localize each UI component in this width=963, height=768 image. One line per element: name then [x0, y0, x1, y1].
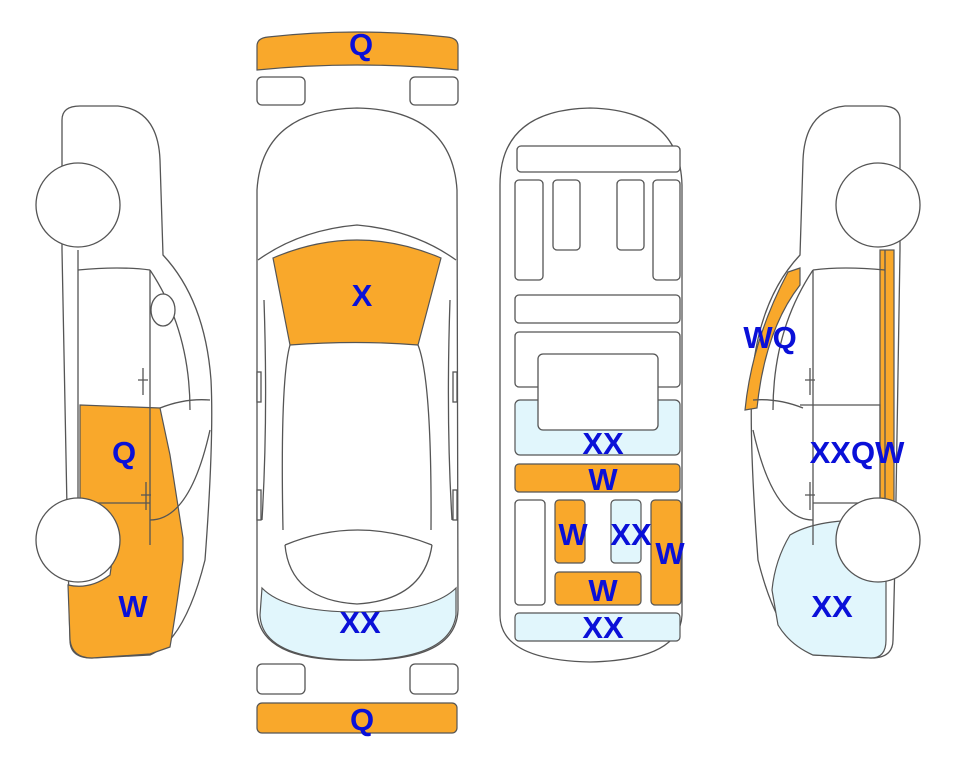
- right-a-pillar-panel[interactable]: [744, 267, 801, 411]
- left-front-wheel: [35, 497, 121, 583]
- roof-rail-label: W: [588, 462, 618, 497]
- left-rocker-panel[interactable]: [554, 499, 586, 564]
- hood-panel[interactable]: [272, 239, 442, 346]
- roof-center-label: XX: [582, 426, 624, 461]
- rear-bumper-label: Q: [350, 702, 374, 737]
- rear-windshield-panel[interactable]: [259, 586, 457, 661]
- right-rocker-label: W: [655, 536, 685, 571]
- right-front-door-label: XXQW: [810, 435, 905, 470]
- rear-seat-label: W: [588, 573, 618, 608]
- rear-seat-panel[interactable]: [554, 571, 642, 606]
- right-rocker-panel[interactable]: [650, 499, 682, 606]
- left-front-door-label: Q: [112, 435, 136, 470]
- hood-label: X: [352, 278, 373, 313]
- front-bumper-panel[interactable]: [256, 31, 459, 71]
- windshield-label: XX: [339, 605, 381, 640]
- front-bumper-label: Q: [349, 27, 373, 62]
- interior-view: XX W W XX W W XX: [499, 107, 685, 663]
- rear-glass-label: XX: [610, 517, 652, 552]
- left-rocker-label: W: [558, 517, 588, 552]
- right-front-door-panel[interactable]: [771, 404, 887, 659]
- right-front-fender-label: XX: [811, 589, 853, 624]
- trunk-top-label: XX: [582, 610, 624, 645]
- right-rear-wheel: [835, 162, 921, 248]
- left-side-view: Q W: [35, 105, 213, 659]
- trunk-top-panel[interactable]: [514, 612, 681, 642]
- left-rear-wheel: [35, 162, 121, 248]
- right-front-wheel: [835, 497, 921, 583]
- top-view: Q X XX Q: [256, 27, 459, 737]
- rear-glass-panel[interactable]: [610, 499, 642, 564]
- left-front-fender-label: W: [118, 589, 148, 624]
- right-side-view: WQ XXQW XX: [743, 105, 921, 659]
- rear-bumper-panel[interactable]: [256, 702, 458, 734]
- roof-rail-panel[interactable]: [514, 463, 681, 493]
- right-a-pillar-label: WQ: [743, 320, 796, 355]
- left-front-door-panel[interactable]: [67, 404, 184, 659]
